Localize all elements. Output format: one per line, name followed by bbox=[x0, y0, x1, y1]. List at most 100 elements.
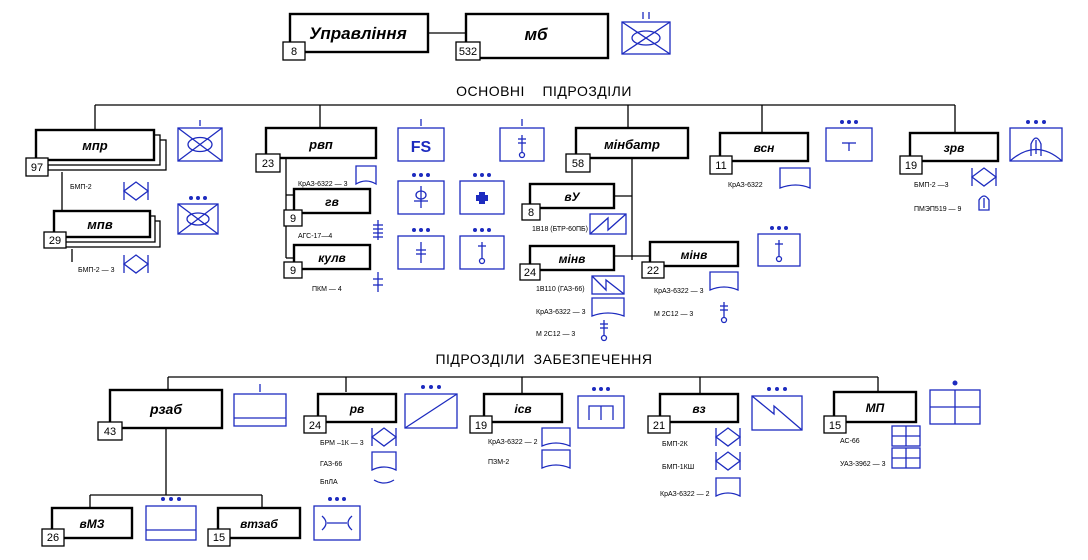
recon-symbol-icon bbox=[404, 385, 458, 429]
main-units-title: ОСНОВНІ ПІДРОЗДІЛИ bbox=[456, 83, 632, 99]
minv1-label: мінв bbox=[559, 252, 586, 266]
rv-equipment-3: БпЛА bbox=[320, 479, 338, 486]
command-vehicle-icon bbox=[591, 275, 625, 295]
grenade-launcher-icon bbox=[373, 220, 383, 240]
zrv-equipment-1: БМП-2 —3 bbox=[914, 182, 949, 189]
bmp-symbol-icon bbox=[970, 167, 998, 187]
minv1-count: 24 bbox=[524, 267, 536, 279]
vmz-unit: вМЗ 26 bbox=[41, 506, 134, 547]
isv-count: 19 bbox=[475, 420, 487, 432]
kulv-count: 9 bbox=[290, 265, 296, 277]
command-vehicle-icon bbox=[589, 213, 627, 235]
mb-label: мб bbox=[524, 25, 548, 44]
vu-equipment: 1В18 (БТР-60ПБ) bbox=[532, 226, 588, 233]
bmp-command-icon bbox=[714, 427, 742, 447]
vmz-label: вМЗ bbox=[80, 517, 105, 531]
mb-count: 532 bbox=[459, 46, 477, 58]
truck-symbol-icon bbox=[371, 451, 397, 472]
mp-unit: МП 15 bbox=[823, 390, 918, 434]
vz-count: 21 bbox=[653, 420, 665, 432]
mpv-symbol-icon bbox=[177, 196, 219, 235]
zrv-equipment-2: ПМЭП519 — 9 bbox=[914, 206, 961, 213]
mpr-equipment: БМП-2 bbox=[70, 184, 92, 191]
mortar-symbol-icon bbox=[499, 119, 545, 162]
supply-symbol-icon bbox=[233, 384, 287, 427]
minv2-equipment-1: КрАЗ-6322 — 3 bbox=[654, 288, 704, 295]
minv1-unit: мінв 24 bbox=[519, 244, 616, 281]
rv-count: 24 bbox=[309, 420, 321, 432]
fs-label: FS bbox=[411, 139, 432, 156]
machine-gun-icon bbox=[373, 272, 383, 292]
recon-vehicle-icon bbox=[370, 427, 398, 447]
rv-unit: рв 24 bbox=[303, 392, 398, 434]
bmp-symbol-icon bbox=[122, 254, 150, 274]
rvp-count: 23 bbox=[262, 158, 274, 170]
isv-equipment-1: КрАЗ-6322 — 2 bbox=[488, 439, 538, 446]
minv2-label: мінв bbox=[681, 248, 708, 262]
command-unit: Управління 8 bbox=[282, 12, 430, 61]
signal-symbol-icon bbox=[825, 120, 873, 162]
supply-symbol-icon bbox=[145, 497, 197, 541]
at-weapon-symbol-icon bbox=[397, 228, 445, 270]
truck-symbol-icon bbox=[709, 271, 739, 291]
mpv-unit: мпв 29 bbox=[43, 209, 161, 249]
rzab-count: 43 bbox=[104, 426, 116, 438]
gv-count: 9 bbox=[290, 213, 296, 225]
gv-label: гв bbox=[325, 195, 339, 209]
missile-icon bbox=[978, 195, 990, 211]
rv-equipment-1: БРМ –1К — 3 bbox=[320, 440, 364, 447]
truck-symbol-icon bbox=[355, 165, 377, 186]
fs-symbol: FS bbox=[397, 119, 445, 162]
vz-equipment-3: КрАЗ-6322 — 2 bbox=[660, 491, 710, 498]
isv-label: ісв bbox=[514, 402, 531, 416]
support-units-title: ПІДРОЗДІЛИ ЗАБЕЗПЕЧЕННЯ bbox=[435, 351, 652, 367]
kulv-unit: кулв 9 bbox=[283, 243, 372, 279]
medical-symbol-icon bbox=[459, 173, 505, 215]
truck-symbol-icon bbox=[779, 167, 811, 189]
zrv-count: 19 bbox=[905, 160, 917, 172]
artillery-symbol-icon bbox=[397, 173, 445, 215]
kulv-equipment: ПКМ — 4 bbox=[312, 286, 342, 293]
transport-symbol-icon bbox=[313, 497, 361, 541]
kulv-label: кулв bbox=[318, 251, 346, 265]
medical-vehicle-icon bbox=[891, 425, 921, 447]
rvp-label: рвп bbox=[308, 137, 333, 152]
minbatr-unit: мінбатр 58 bbox=[565, 126, 690, 173]
isv-equipment-2: ПЗМ-2 bbox=[488, 459, 509, 466]
mp-equipment-2: УАЗ-3962 — 3 bbox=[840, 461, 886, 468]
mortar-symbol-icon bbox=[720, 302, 728, 324]
mortar-symbol-icon bbox=[600, 320, 608, 342]
vz-unit: вз 21 bbox=[647, 392, 740, 434]
isv-unit: ісв 19 bbox=[469, 392, 564, 434]
mortar-symbol-icon bbox=[459, 228, 505, 270]
vu-unit: вУ 8 bbox=[521, 182, 616, 221]
mpv-equipment: БМП-2 — 3 bbox=[78, 267, 115, 274]
mpv-count: 29 bbox=[49, 235, 61, 247]
medical-vehicle-icon bbox=[891, 447, 921, 469]
minv1-equipment-2: КрАЗ-6322 — 3 bbox=[536, 309, 586, 316]
mortar-battery-symbol-icon bbox=[757, 226, 801, 267]
vz-equipment-1: БМП-2К bbox=[662, 441, 689, 448]
truck-symbol-icon bbox=[591, 297, 625, 317]
battalion-symbol-icon bbox=[621, 12, 671, 55]
gv-unit: гв 9 bbox=[283, 187, 372, 227]
vsn-equipment: КрАЗ-6322 bbox=[728, 182, 763, 189]
rzab-unit: рзаб 43 bbox=[97, 388, 224, 441]
mpr-unit: мпр 97 bbox=[25, 128, 167, 177]
minv2-unit: мінв 22 bbox=[641, 240, 740, 279]
zrv-unit: зрв 19 bbox=[899, 131, 1000, 175]
mpr-symbol-icon bbox=[177, 120, 223, 162]
rv-label: рв bbox=[349, 402, 365, 416]
truck-symbol-icon bbox=[541, 427, 571, 447]
mp-count: 15 bbox=[829, 420, 841, 432]
rzab-label: рзаб bbox=[149, 401, 182, 417]
vsn-unit: всн 11 bbox=[709, 131, 810, 175]
mpr-label: мпр bbox=[82, 138, 108, 153]
vz-label: вз bbox=[692, 402, 705, 416]
minv1-equipment-3: М 2С12 — 3 bbox=[536, 331, 575, 338]
mp-equipment-1: АС-66 bbox=[840, 438, 860, 445]
minv1-equipment-1: 1В110 (ГАЗ-66) bbox=[536, 286, 585, 293]
vsn-count: 11 bbox=[715, 160, 726, 172]
zrv-label: зрв bbox=[944, 141, 965, 155]
